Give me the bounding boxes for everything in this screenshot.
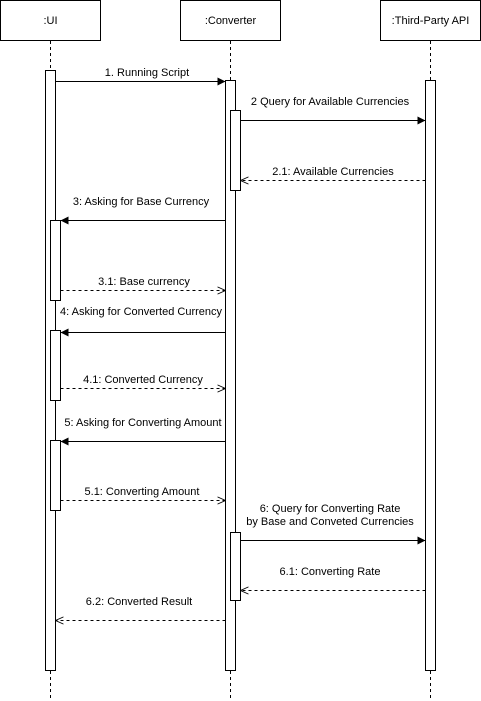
activation-ui-converting-amount (50, 440, 61, 511)
message-label-m6-1: 6.1: Converting Rate (280, 566, 381, 578)
message-label-m1: 1. Running Script (105, 67, 189, 79)
activation-api-main (425, 80, 436, 671)
message-label-m6-2: 6.2: Converted Result (86, 596, 192, 608)
participant-ui-label: :UI (43, 15, 57, 27)
message-label-m5: 5: Asking for Converting Amount (64, 417, 221, 429)
activation-converter-main (225, 80, 236, 671)
message-label-m2-1: 2.1: Available Currencies (272, 166, 394, 178)
activation-ui-converted-currency (50, 330, 61, 401)
activation-converter-query-rate (230, 532, 241, 601)
message-label-m2: 2 Query for Available Currencies (251, 96, 410, 108)
participant-converter-label: :Converter (205, 15, 257, 27)
message-label-m4: 4: Asking for Converted Currency (60, 306, 223, 318)
message-label-m4-1: 4.1: Converted Currency (83, 374, 203, 386)
message-label-m3-1: 3.1: Base currency (98, 276, 190, 288)
participant-api: :Third-Party API (380, 0, 481, 41)
message-label-m5-1: 5.1: Converting Amount (85, 486, 200, 498)
message-label-m6-line2: by Base and Conveted Currencies (246, 516, 414, 528)
participant-converter: :Converter (180, 0, 281, 41)
message-label-m6-line1: 6: Query for Converting Rate (260, 503, 401, 515)
activation-converter-query-currencies (230, 110, 241, 191)
participant-api-label: :Third-Party API (392, 15, 470, 27)
message-label-m3: 3: Asking for Base Currency (73, 196, 210, 208)
participant-ui: :UI (0, 0, 101, 41)
activation-ui-base-currency (50, 220, 61, 301)
